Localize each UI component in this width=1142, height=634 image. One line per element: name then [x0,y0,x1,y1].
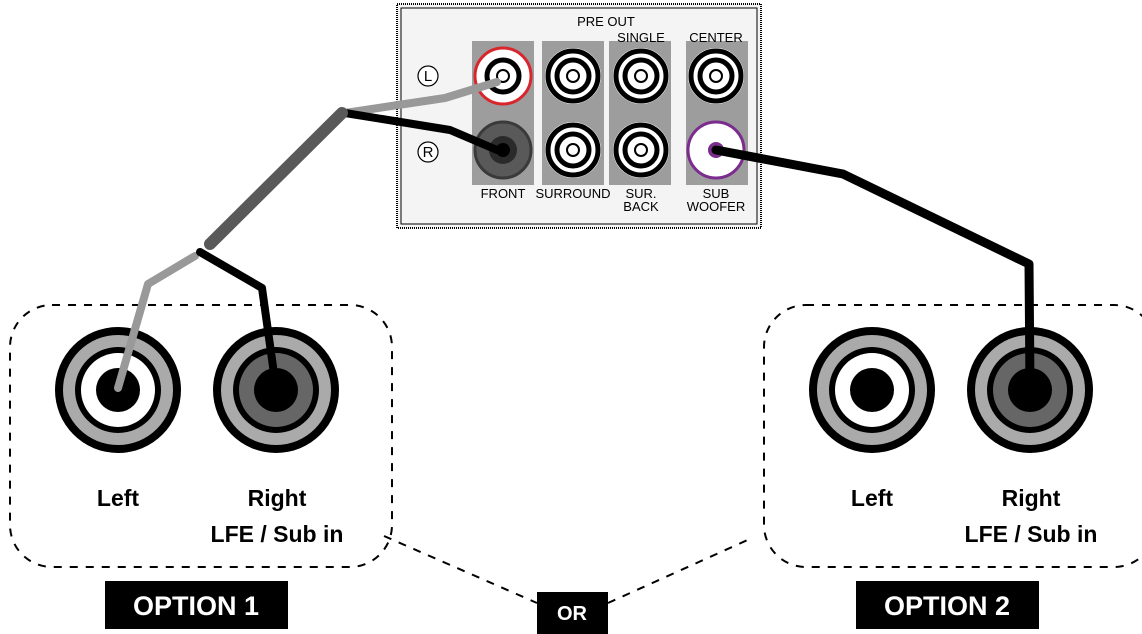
center-jack [688,48,744,104]
right-channel-marker: R [417,141,439,163]
or-connector-lines [383,535,753,604]
option1-badge: OPTION 1 [105,581,288,629]
pre-out-panel: PRE OUT SINGLE CENTER FRONT SURROUND SUR… [396,3,762,229]
subwoofer-label-line2: WOOFER [687,199,746,214]
option1-stereo-cable [114,78,501,392]
surround-label: SURROUND [535,186,610,201]
svg-text:OPTION 1: OPTION 1 [133,591,259,621]
svg-text:R: R [423,144,434,161]
sur-back-jack [613,122,669,178]
front-right-jack [473,120,533,180]
sur-back-label-line1: SUR. [625,186,656,201]
option2-badge: OPTION 2 [856,581,1039,629]
option2-input-panel: Left Right LFE / Sub in [763,304,1142,568]
subwoofer-label-line1: SUB [703,186,730,201]
surround-right-jack [545,122,601,178]
sur-back-single-jack [613,48,669,104]
left-channel-marker: L [417,65,439,87]
single-label: SINGLE [617,30,665,45]
pre-out-heading: PRE OUT [577,14,635,29]
center-label: CENTER [689,30,742,45]
option1-input-panel: Left Right LFE / Sub in [9,304,393,568]
svg-text:OPTION 2: OPTION 2 [884,591,1010,621]
front-label: FRONT [481,186,526,201]
sur-back-label-line2: BACK [623,199,659,214]
or-badge: OR [537,592,608,634]
option1-right-label: Right [248,485,307,511]
option2-left-jack [809,327,935,453]
option1-right-sublabel: LFE / Sub in [211,521,344,547]
option2-right-sublabel: LFE / Sub in [965,521,1098,547]
option2-subwoofer-cable [711,145,1035,393]
front-left-jack [473,46,533,106]
surround-left-jack [545,48,601,104]
svg-text:L: L [424,68,432,85]
option2-left-label: Left [851,485,894,511]
option1-left-label: Left [97,485,140,511]
option2-right-label: Right [1002,485,1061,511]
svg-text:OR: OR [557,603,588,625]
